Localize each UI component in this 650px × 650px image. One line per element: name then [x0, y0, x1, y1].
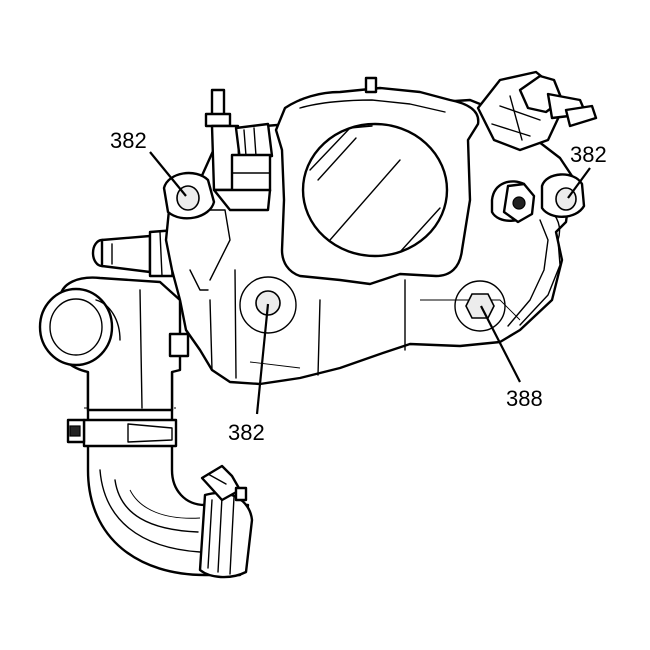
hose-clamp-upper	[66, 407, 178, 448]
callout-388: 388	[480, 305, 543, 411]
bolt-hole-center	[239, 276, 297, 334]
callout-382-top-right: 382	[567, 142, 607, 199]
callout-label: 382	[570, 142, 607, 167]
sensor-connector	[476, 70, 598, 152]
callout-382-top-left: 382	[110, 128, 187, 197]
throttle-flange	[274, 76, 480, 286]
callout-label: 388	[506, 386, 543, 411]
hex-nut	[502, 182, 536, 224]
hose-clamp-lower	[198, 464, 254, 579]
stud-bolt	[204, 88, 274, 212]
callout-label: 382	[228, 420, 265, 445]
callout-label: 382	[110, 128, 147, 153]
outlet-housing	[38, 276, 190, 412]
callout-382-bottom: 382	[228, 303, 270, 445]
bolt-hole-right	[540, 173, 586, 218]
